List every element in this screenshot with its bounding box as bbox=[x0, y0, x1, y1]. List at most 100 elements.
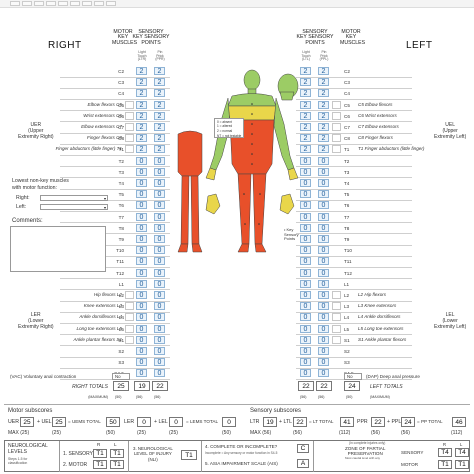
left-light-touch-cell[interactable]: 0 bbox=[300, 212, 311, 221]
right-motor-score-box[interactable] bbox=[125, 145, 134, 154]
left-pin-prick-cell[interactable]: 0 bbox=[318, 246, 329, 255]
right-pin-prick-cell[interactable]: 2 bbox=[154, 78, 165, 87]
left-pin-prick-cell[interactable]: 0 bbox=[318, 167, 329, 176]
left-pin-prick-cell[interactable]: 0 bbox=[318, 190, 329, 199]
toolbar-button-5[interactable] bbox=[58, 1, 68, 6]
right-light-touch-cell[interactable]: 0 bbox=[136, 257, 147, 266]
left-pin-prick-cell[interactable]: 0 bbox=[318, 324, 329, 333]
right-light-touch-cell[interactable]: 0 bbox=[136, 268, 147, 277]
left-light-touch-cell[interactable]: 0 bbox=[300, 257, 311, 266]
left-pin-prick-cell[interactable]: 0 bbox=[318, 235, 329, 243]
left-pin-prick-cell[interactable]: 0 bbox=[318, 358, 329, 367]
right-pin-prick-cell[interactable]: 0 bbox=[154, 291, 165, 299]
right-light-touch-cell[interactable]: 2 bbox=[136, 78, 147, 87]
left-pin-prick-cell[interactable]: 2 bbox=[318, 78, 329, 87]
left-light-touch-cell[interactable]: 0 bbox=[300, 291, 311, 299]
toolbar-button-3[interactable] bbox=[34, 1, 44, 6]
right-motor-score-box[interactable] bbox=[125, 291, 134, 299]
right-light-touch-cell[interactable]: 0 bbox=[136, 156, 147, 165]
right-light-touch-cell[interactable]: 0 bbox=[136, 190, 147, 199]
toolbar-button-8[interactable] bbox=[94, 1, 104, 6]
left-motor-score-box[interactable] bbox=[332, 302, 341, 311]
right-pin-prick-cell[interactable]: 0 bbox=[154, 268, 165, 277]
left-light-touch-cell[interactable]: 0 bbox=[300, 302, 311, 311]
right-motor-score-box[interactable] bbox=[125, 123, 134, 131]
left-light-touch-cell[interactable]: 0 bbox=[300, 347, 311, 355]
left-light-touch-cell[interactable]: 2 bbox=[300, 78, 311, 87]
right-pin-prick-cell[interactable]: 0 bbox=[154, 335, 165, 344]
right-motor-score-box[interactable] bbox=[125, 100, 134, 109]
left-pin-prick-cell[interactable]: 0 bbox=[318, 335, 329, 344]
right-pin-prick-cell[interactable]: 0 bbox=[154, 212, 165, 221]
right-pin-prick-cell[interactable]: 2 bbox=[154, 111, 165, 120]
right-light-touch-cell[interactable]: 0 bbox=[136, 167, 147, 176]
nonkey-left-select[interactable]: ▾ bbox=[40, 204, 108, 210]
left-light-touch-cell[interactable]: 0 bbox=[300, 279, 311, 288]
right-pin-prick-cell[interactable]: 0 bbox=[154, 324, 165, 333]
right-motor-score-box[interactable] bbox=[125, 111, 134, 120]
right-pin-prick-cell[interactable]: 0 bbox=[154, 201, 165, 210]
right-pin-prick-cell[interactable]: 0 bbox=[154, 179, 165, 187]
nonkey-right-select[interactable]: ▾ bbox=[40, 195, 108, 201]
right-pin-prick-cell[interactable]: 0 bbox=[154, 279, 165, 288]
left-pin-prick-cell[interactable]: 0 bbox=[318, 179, 329, 187]
left-pin-prick-cell[interactable]: 0 bbox=[318, 268, 329, 277]
left-pin-prick-cell[interactable]: 0 bbox=[318, 212, 329, 221]
left-pin-prick-cell[interactable]: 2 bbox=[318, 89, 329, 98]
right-motor-score-box[interactable] bbox=[125, 302, 134, 311]
left-pin-prick-cell[interactable]: 0 bbox=[318, 291, 329, 299]
right-light-touch-cell[interactable]: 2 bbox=[136, 111, 147, 120]
left-motor-score-box[interactable] bbox=[332, 134, 341, 143]
right-light-touch-cell[interactable]: 0 bbox=[136, 179, 147, 187]
left-light-touch-cell[interactable]: 0 bbox=[300, 167, 311, 176]
right-pin-prick-cell[interactable]: 0 bbox=[154, 347, 165, 355]
left-pin-prick-cell[interactable]: 2 bbox=[318, 123, 329, 131]
right-pin-prick-cell[interactable]: 2 bbox=[154, 145, 165, 154]
left-pin-prick-cell[interactable]: 0 bbox=[318, 302, 329, 311]
right-light-touch-cell[interactable]: 0 bbox=[136, 223, 147, 232]
left-pin-prick-cell[interactable]: 0 bbox=[318, 279, 329, 288]
left-pin-prick-cell[interactable]: 2 bbox=[318, 100, 329, 109]
left-pin-prick-cell[interactable]: 0 bbox=[318, 313, 329, 322]
left-light-touch-cell[interactable]: 0 bbox=[300, 268, 311, 277]
left-light-touch-cell[interactable]: 0 bbox=[300, 324, 311, 333]
right-light-touch-cell[interactable]: 0 bbox=[136, 347, 147, 355]
left-pin-prick-cell[interactable]: 2 bbox=[318, 134, 329, 143]
left-light-touch-cell[interactable]: 0 bbox=[300, 156, 311, 165]
left-motor-score-box[interactable] bbox=[332, 313, 341, 322]
dap-select[interactable]: No bbox=[344, 373, 362, 380]
toolbar-button-2[interactable] bbox=[22, 1, 32, 6]
comments-textarea[interactable] bbox=[10, 226, 106, 272]
toolbar-button-9[interactable] bbox=[106, 1, 116, 6]
right-pin-prick-cell[interactable]: 0 bbox=[154, 369, 165, 378]
left-light-touch-cell[interactable]: 2 bbox=[300, 89, 311, 98]
right-motor-score-box[interactable] bbox=[125, 324, 134, 333]
left-light-touch-cell[interactable]: 0 bbox=[300, 223, 311, 232]
left-light-touch-cell[interactable]: 0 bbox=[300, 190, 311, 199]
right-pin-prick-cell[interactable]: 0 bbox=[154, 167, 165, 176]
right-pin-prick-cell[interactable]: 0 bbox=[154, 156, 165, 165]
right-pin-prick-cell[interactable]: 2 bbox=[154, 123, 165, 131]
right-light-touch-cell[interactable]: 0 bbox=[136, 324, 147, 333]
right-light-touch-cell[interactable]: 0 bbox=[136, 201, 147, 210]
left-pin-prick-cell[interactable]: 2 bbox=[318, 145, 329, 154]
left-pin-prick-cell[interactable]: 0 bbox=[318, 223, 329, 232]
left-light-touch-cell[interactable]: 0 bbox=[300, 201, 311, 210]
right-pin-prick-cell[interactable]: 2 bbox=[154, 134, 165, 143]
right-pin-prick-cell[interactable]: 0 bbox=[154, 190, 165, 199]
left-pin-prick-cell[interactable]: 0 bbox=[318, 369, 329, 378]
left-pin-prick-cell[interactable]: 0 bbox=[318, 257, 329, 266]
left-motor-score-box[interactable] bbox=[332, 123, 341, 131]
left-light-touch-cell[interactable]: 0 bbox=[300, 246, 311, 255]
right-light-touch-cell[interactable]: 0 bbox=[136, 291, 147, 299]
right-light-touch-cell[interactable]: 0 bbox=[136, 235, 147, 243]
right-light-touch-cell[interactable]: 2 bbox=[136, 134, 147, 143]
toolbar-button-6[interactable] bbox=[70, 1, 80, 6]
right-light-touch-cell[interactable]: 0 bbox=[136, 369, 147, 378]
left-pin-prick-cell[interactable]: 2 bbox=[318, 67, 329, 75]
right-motor-score-box[interactable] bbox=[125, 134, 134, 143]
left-pin-prick-cell[interactable]: 2 bbox=[318, 111, 329, 120]
left-motor-score-box[interactable] bbox=[332, 335, 341, 344]
right-pin-prick-cell[interactable]: 0 bbox=[154, 302, 165, 311]
left-light-touch-cell[interactable]: 0 bbox=[300, 369, 311, 378]
